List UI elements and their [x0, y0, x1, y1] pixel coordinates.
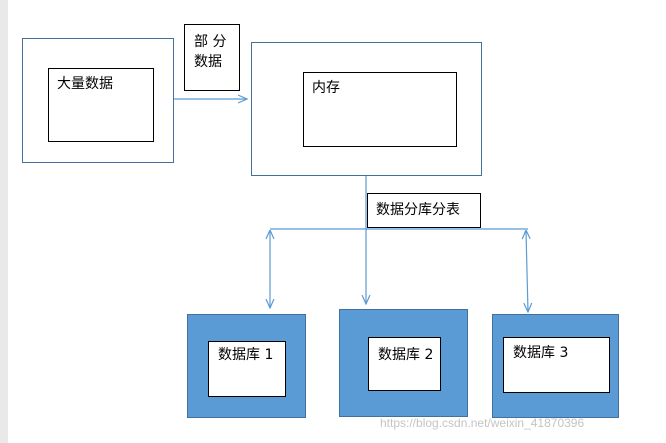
- big-data-box: 大量数据: [48, 68, 154, 142]
- sharding-label: 数据分库分表: [376, 202, 460, 218]
- memory-label: 内存: [312, 80, 340, 96]
- memory-box: 内存: [303, 72, 457, 147]
- db3-label: 数据库 3: [513, 345, 569, 361]
- arrow-to-db3: [526, 231, 528, 312]
- sharding-box: 数据分库分表: [367, 193, 481, 228]
- db1-label: 数据库 1: [218, 347, 274, 363]
- left-edge-strip: [0, 0, 8, 443]
- db2-box: 数据库 2: [368, 337, 441, 391]
- partial-data-label-line1: 部 分: [194, 34, 227, 50]
- big-data-label: 大量数据: [57, 76, 113, 92]
- db1-box: 数据库 1: [208, 341, 286, 397]
- db3-box: 数据库 3: [503, 337, 610, 393]
- partial-data-label-line2: 数据: [194, 54, 222, 70]
- partial-data-box: 部 分 数据: [184, 24, 240, 91]
- watermark-text: https://blog.csdn.net/weixin_41870396: [380, 416, 585, 430]
- db2-label: 数据库 2: [378, 347, 434, 363]
